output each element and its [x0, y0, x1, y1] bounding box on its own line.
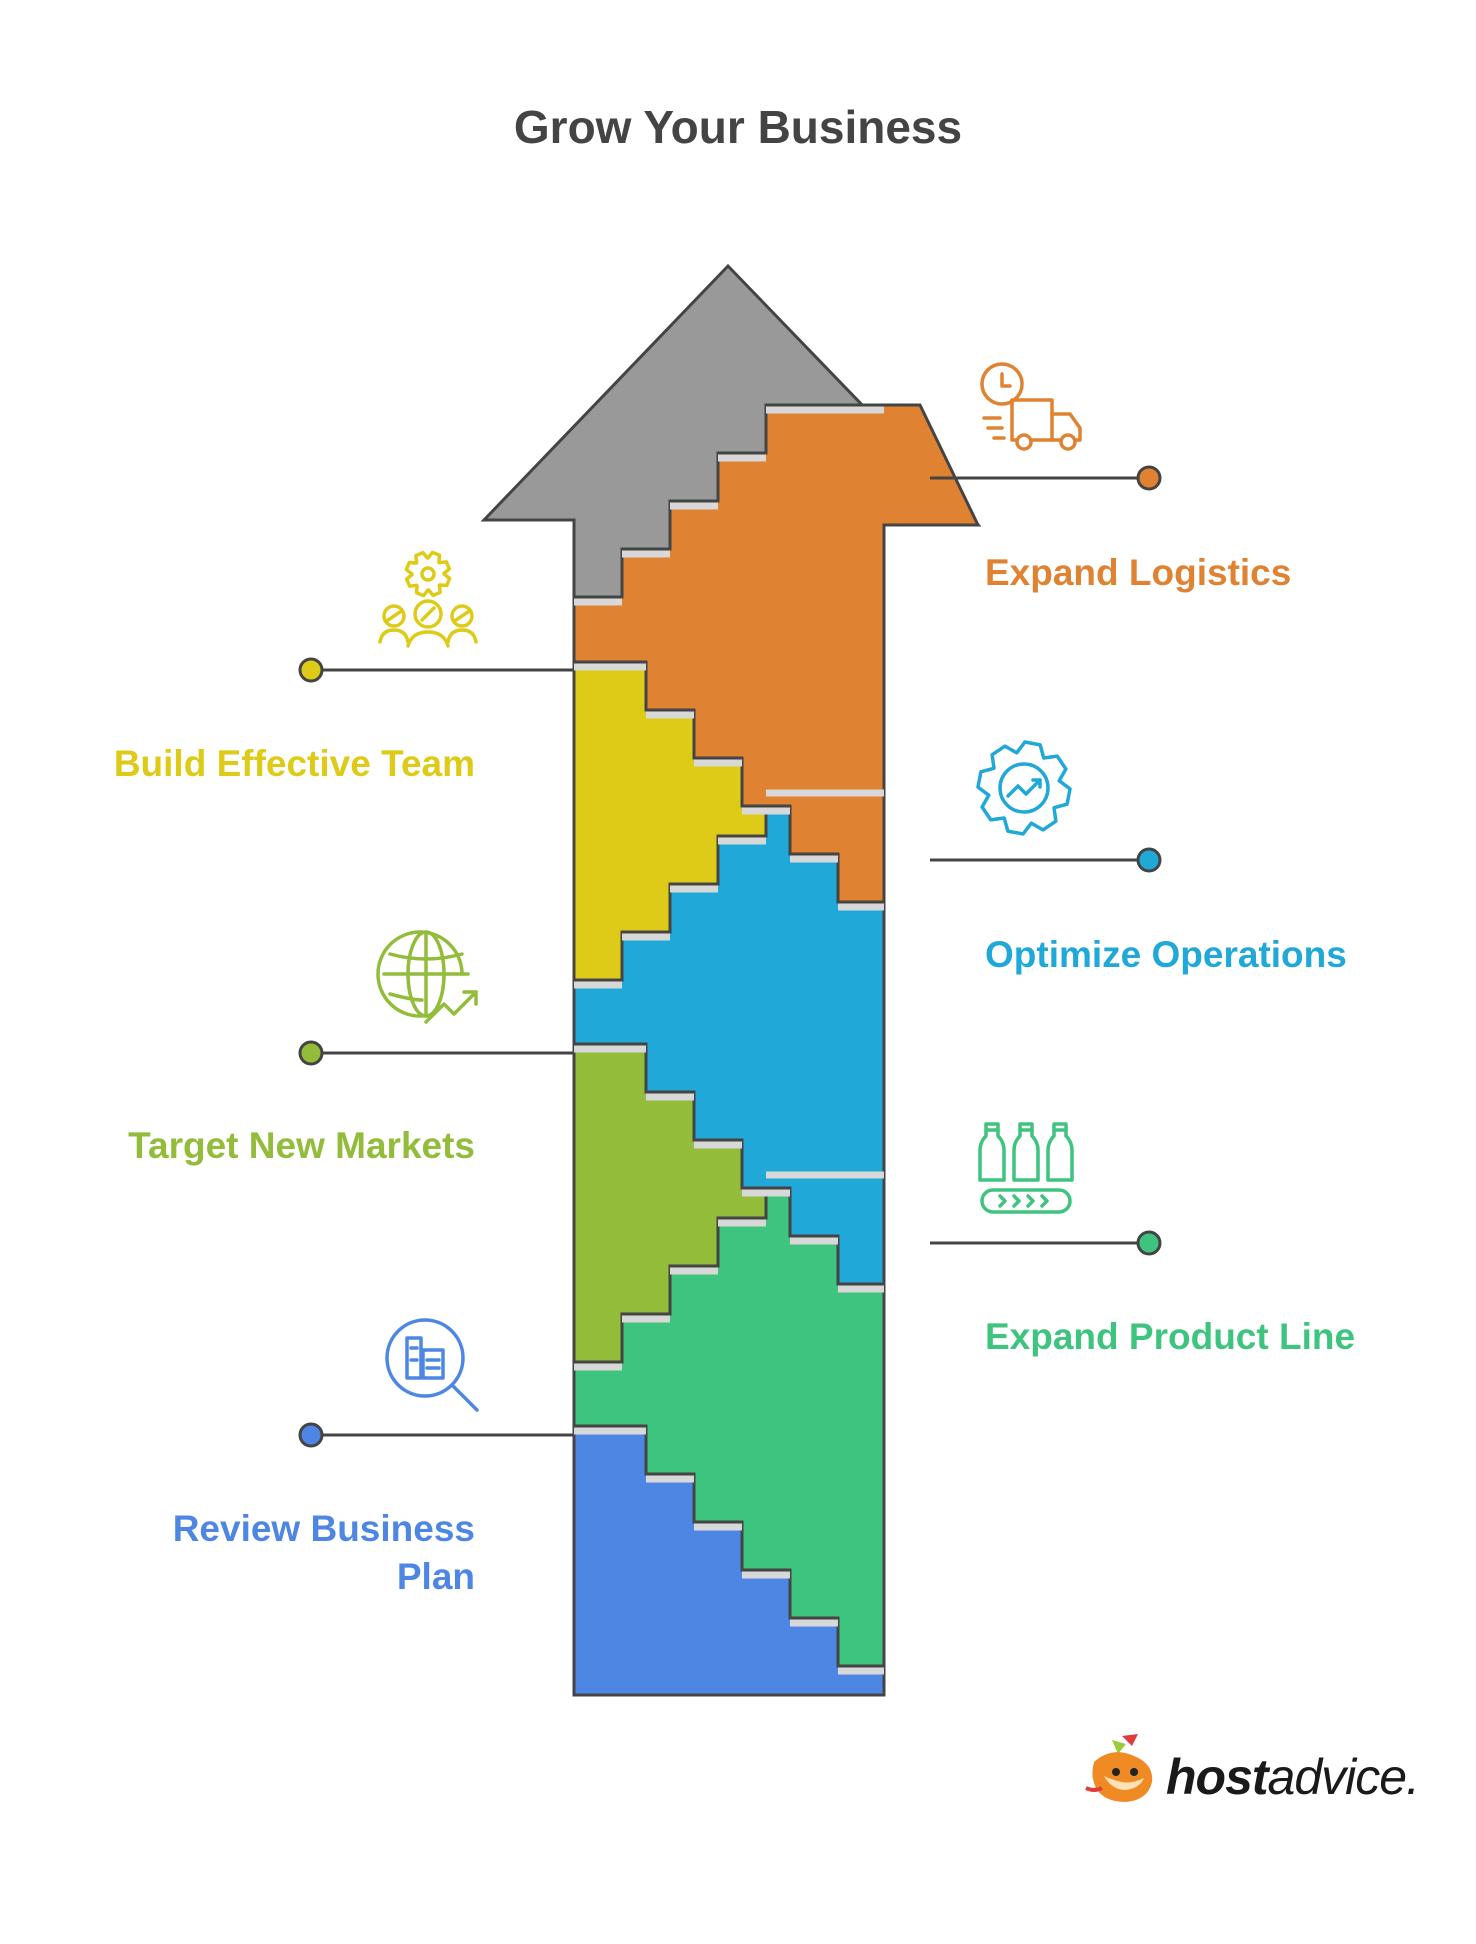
fox-logo-icon — [1085, 1734, 1153, 1802]
label-review: Review Business Plan — [100, 1505, 475, 1601]
gear-chart-icon — [976, 740, 1072, 836]
label-team: Build Effective Team — [70, 740, 475, 788]
brand-advice: advice. — [1267, 1749, 1420, 1805]
label-product-line-1: Expand Product Line — [985, 1316, 1356, 1357]
delivery-truck-icon — [980, 362, 1082, 451]
brand-host: host — [1166, 1749, 1269, 1805]
page-title: Grow Your Business — [513, 101, 963, 153]
brand-wordmark: hostadvice. — [1166, 1748, 1420, 1806]
label-markets-line-1: Target New Markets — [128, 1125, 475, 1166]
connector-dot-logistics — [1136, 465, 1162, 491]
label-review-line-2: Plan — [396, 1556, 475, 1597]
connector-dot-markets — [298, 1040, 324, 1066]
label-operations: Optimize Operations — [985, 931, 1425, 979]
connector-dot-operations — [1136, 847, 1162, 873]
connector-dot-product — [1136, 1230, 1162, 1256]
team-gear-icon — [378, 550, 478, 648]
connector-dot-review — [298, 1422, 324, 1448]
label-product: Expand Product Line — [985, 1313, 1425, 1361]
stair-segment-logistics — [572, 403, 981, 904]
label-review-line-1: Review Business — [172, 1508, 475, 1549]
globe-growth-icon — [376, 930, 478, 1024]
search-plan-icon — [385, 1318, 479, 1412]
product-line-icon — [978, 1122, 1074, 1214]
label-logistics: Expand Logistics — [985, 549, 1425, 597]
label-operations-line-1: Optimize Operations — [985, 934, 1347, 975]
label-team-line-1: Build Effective Team — [113, 743, 475, 784]
label-markets: Target New Markets — [80, 1122, 475, 1170]
label-logistics-line-1: Expand Logistics — [985, 552, 1292, 593]
connector-dot-team — [298, 657, 324, 683]
